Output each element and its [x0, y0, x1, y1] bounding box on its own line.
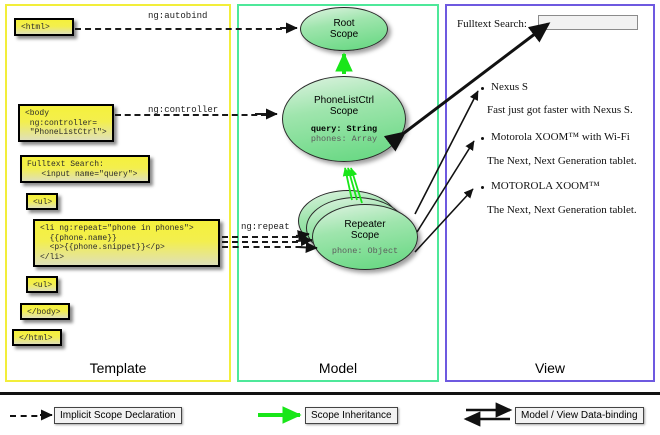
view-search-label: Fulltext Search:: [457, 18, 527, 30]
legend-implicit-scope-label: Implicit Scope Declaration: [54, 407, 182, 424]
controller-connector: [115, 114, 267, 116]
repeat-connector-2: [222, 241, 308, 243]
view-search-input[interactable]: [538, 15, 638, 30]
body-close-box: </body>: [20, 303, 70, 320]
repeater-scope-prop-phone: phone: Object: [331, 245, 399, 256]
view-bullet-2: [481, 186, 484, 189]
repeater-scope-title-line2: Scope: [350, 229, 380, 241]
view-item-title-1: Motorola XOOM™ with Wi-Fi: [491, 131, 630, 143]
view-item-snippet-1: The Next, Next Generation tablet.: [487, 155, 637, 167]
html-close-box: </html>: [12, 329, 62, 346]
ul-close-box: <ul>: [26, 276, 58, 293]
repeat-connector-1: [222, 236, 308, 238]
view-item-title-0: Nexus S: [491, 81, 528, 93]
legend-implicit-scope-line: [10, 415, 48, 417]
controller-label: ng:controller: [148, 105, 219, 115]
repeat-label: ng:repeat: [241, 222, 290, 232]
li-repeat-box: <li ng:repeat="phone in phones"> {{phone…: [33, 219, 220, 267]
legend-data-binding-label: Model / View Data-binding: [515, 407, 644, 424]
root-scope-title-line2: Scope: [329, 29, 359, 40]
repeater-scope: Repeater Scope phone: Object: [312, 204, 418, 270]
view-item-snippet-2: The Next, Next Generation tablet.: [487, 204, 637, 216]
fulltext-search-box: Fulltext Search: <input name="query">: [20, 155, 150, 183]
legend-divider: [0, 392, 660, 395]
body-controller-box: <body ng:controller= "PhoneListCtrl">: [18, 104, 114, 142]
view-bullet-0: [481, 87, 484, 90]
ul-open-box: <ul>: [26, 193, 58, 210]
repeater-scope-title-line1: Repeater: [344, 218, 386, 230]
phonelistctrl-scope-title-line2: Scope: [329, 105, 359, 117]
view-item-title-2: MOTOROLA XOOM™: [491, 180, 600, 192]
repeat-connector-3: [222, 246, 312, 248]
autobind-connector: [75, 28, 292, 30]
autobind-label: ng:autobind: [148, 11, 208, 21]
view-item-snippet-0: Fast just got faster with Nexus S.: [487, 104, 633, 116]
phonelistctrl-scope: PhoneListCtrl Scope query: String phones…: [282, 76, 406, 162]
phonelistctrl-scope-prop-phones: phones: Array: [310, 133, 378, 144]
view-bullet-1: [481, 137, 484, 140]
panel-template-label: Template: [89, 360, 147, 376]
html-open-box: <html>: [14, 18, 74, 36]
phonelistctrl-scope-title-line1: PhoneListCtrl: [313, 94, 375, 106]
phonelistctrl-scope-prop-query: query: String: [310, 123, 378, 134]
legend-scope-inheritance-label: Scope Inheritance: [305, 407, 398, 424]
root-scope: Root Scope: [300, 7, 388, 51]
root-scope-title-line1: Root: [333, 18, 355, 29]
panel-view-label: View: [534, 360, 566, 376]
panel-model-label: Model: [318, 360, 358, 376]
panel-view: View: [445, 4, 655, 382]
